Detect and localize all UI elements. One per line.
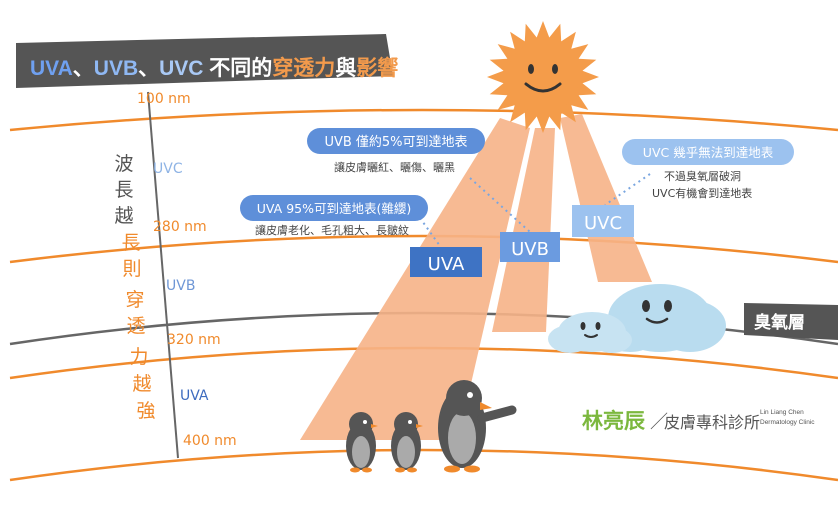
vtext-3: 越: [114, 205, 133, 227]
label-320nm: 320 nm: [167, 332, 221, 348]
arc-100nm: [9, 108, 838, 132]
ozone-banner: [744, 303, 838, 340]
cloud-small-icon: [548, 312, 632, 353]
vtext-1: 波: [114, 153, 133, 175]
vtext-5: 則: [122, 258, 141, 280]
band-uvb: UVB: [166, 278, 195, 294]
callout-uvc-pill: [622, 139, 794, 165]
connector-uvb: [469, 177, 531, 233]
label-280nm: 280 nm: [153, 219, 207, 235]
arc-400nm: [9, 448, 838, 482]
penguin-icon: [346, 412, 378, 473]
label-400nm: 400 nm: [183, 433, 237, 449]
vtext-2: 長: [114, 179, 133, 201]
uvb-box-label: UVB: [511, 239, 549, 260]
brand-name: 林亮辰: [582, 409, 645, 433]
scale-line: [147, 91, 179, 459]
uvb-box: [500, 232, 560, 262]
callout-uvc-desc-1: 不過臭氧層破洞: [664, 169, 741, 183]
sun-icon: [487, 21, 599, 133]
brand-clinic: 皮膚專科診所: [664, 413, 760, 432]
callout-uvb-pill: [307, 128, 485, 154]
page-title: UVA、UVB、UVC 不同的穿透力與影響: [30, 56, 398, 80]
brand-en-2: Dermatology Clinic: [760, 419, 815, 426]
callout-uvb-desc: 讓皮膚曬紅、曬傷、曬黑: [334, 160, 455, 174]
arc-280nm: [9, 234, 838, 264]
penguin-icon: [391, 412, 423, 473]
brand-slash: ／: [650, 412, 668, 433]
beam-uva: [300, 118, 530, 440]
callout-uvb-title: UVB 僅約5%可到達地表: [324, 135, 467, 150]
uvc-box-label: UVC: [584, 213, 622, 234]
title-banner: [16, 34, 393, 88]
beam-uvc: [560, 114, 652, 282]
vtext-6: 穿: [125, 289, 144, 311]
brand-en-1: Lin Liang Chen: [760, 409, 804, 416]
penguin-icon: [438, 380, 517, 473]
vtext-8: 力: [129, 346, 148, 368]
callout-uva-title: UVA 95%可到達地表(雜纓): [257, 201, 411, 216]
beam-uvb: [492, 128, 555, 332]
callout-uva-desc: 讓皮膚老化、毛孔粗大、長皺紋: [255, 223, 409, 237]
callout-uvc-desc-2: UVC有機會到達地表: [652, 186, 752, 200]
uvc-box: [572, 205, 634, 237]
callout-uva-pill: [240, 195, 428, 221]
vtext-10: 強: [136, 400, 155, 422]
callout-uvc-title: UVC 幾乎無法到達地表: [643, 145, 774, 160]
label-100nm: 100 nm: [137, 91, 191, 107]
ozone-label: 臭氧層: [754, 312, 805, 333]
band-uva: UVA: [180, 388, 209, 404]
uva-box-label: UVA: [428, 254, 465, 275]
vtext-7: 透: [126, 315, 145, 337]
cloud-icon: [600, 284, 726, 352]
vtext-9: 越: [132, 373, 151, 395]
vtext-4: 長: [121, 232, 140, 254]
band-uvc: UVC: [153, 161, 183, 177]
uva-box: [410, 247, 482, 277]
